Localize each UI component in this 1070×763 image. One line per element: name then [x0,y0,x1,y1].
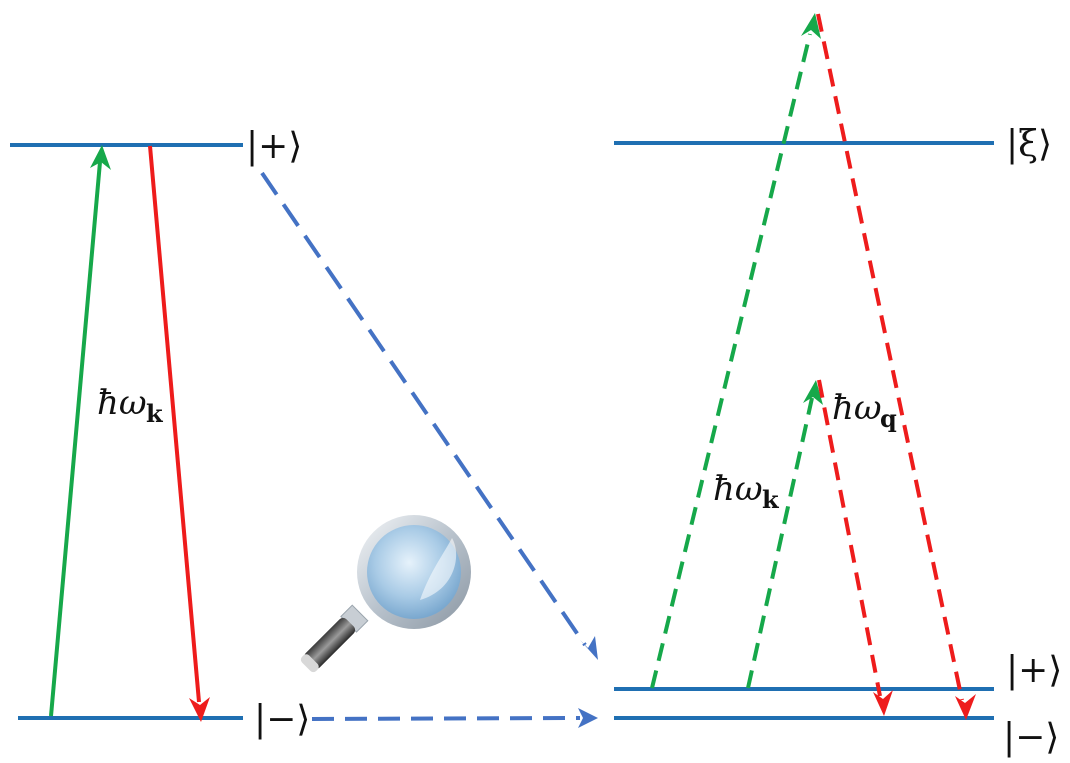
right-energy-symbol-q: ħω [832,388,882,428]
left-energy-symbol: ħω [97,383,147,423]
right-emission-arrow-large [816,13,976,720]
right-emission-arrow-small [817,379,893,716]
right-upper-state-label: |+⟩ [1006,650,1062,691]
right-absorption-arrow-small [746,380,823,689]
right-energy-label-q: ħω q [832,388,897,433]
left-energy-subscript: k [146,399,164,428]
horizontal-transfer-arrow [311,708,598,728]
right-energy-subscript-q: q [880,404,897,433]
diagonal-transfer-arrow [260,171,598,660]
left-upper-state-label: |+⟩ [246,126,302,167]
right-lower-state-label: |−⟩ [1003,717,1059,758]
right-energy-symbol-k: ħω [713,469,763,509]
left-energy-label: ħω k [97,383,164,428]
right-absorption-arrow-large [650,13,821,689]
right-energy-label-k: ħω k [713,469,780,514]
left-emission-arrow [148,145,210,722]
left-absorption-arrow [49,145,111,717]
magnifying-glass-icon [300,515,471,673]
right-energy-subscript-k: k [762,485,780,514]
right-top-state-label: |ξ⟩ [1006,124,1052,165]
left-lower-state-label: |−⟩ [254,699,310,740]
